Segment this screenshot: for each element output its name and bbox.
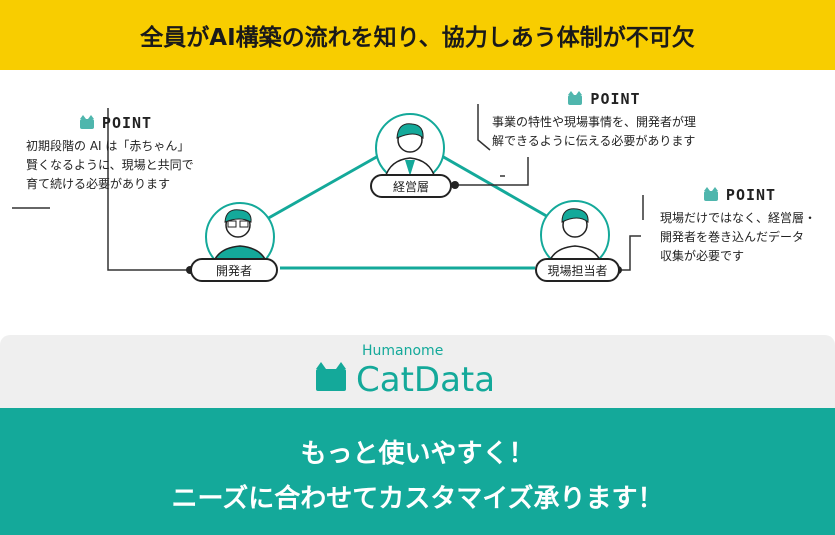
point-text: 現場だけではなく、経営層・ — [660, 211, 817, 225]
connector-dot — [451, 181, 459, 189]
point-management: POINT 事業の特性や現場事情を、開発者が理 解できるように伝える必要がありま… — [492, 90, 717, 151]
point-label: POINT — [101, 114, 153, 132]
point-text: 初期段階の AI は「赤ちゃん」 — [26, 139, 190, 153]
brand-band — [0, 335, 835, 415]
callout-lines — [12, 104, 644, 271]
point-text: 開発者を巻き込んだデータ — [660, 230, 805, 244]
brand-sub: Humanome — [362, 343, 444, 359]
point-text: 賢くなるように、現場と共同で — [26, 158, 194, 172]
node-label: 開発者 — [215, 263, 252, 278]
point-label: POINT — [725, 186, 777, 204]
header-title: 全員がAI構築の流れを知り、協力しあう体制が不可欠 — [140, 25, 695, 51]
brand-name: CatData — [356, 360, 496, 400]
cat-icon — [703, 186, 718, 201]
avatar-management — [375, 113, 445, 183]
node-field: 現場担当者 — [535, 258, 620, 282]
node-label: 経営層 — [392, 179, 429, 194]
header-banner: 全員がAI構築の流れを知り、協力しあう体制が不可欠 — [0, 0, 835, 70]
point-text: 解できるように伝える必要があります — [492, 134, 696, 148]
point-label: POINT — [590, 90, 641, 108]
cat-icon — [79, 114, 94, 129]
avatar-developer — [205, 202, 275, 272]
team-diagram — [12, 104, 644, 274]
cat-icon — [568, 90, 583, 105]
brand-logo: CatData — [316, 360, 495, 400]
footer-banner: もっと使いやすく！ ニーズに合わせてカスタマイズ承ります！ — [0, 408, 835, 535]
connector-lines — [264, 153, 551, 270]
point-text: 育て続ける必要があります — [26, 177, 171, 191]
point-text: 収集が必要です — [660, 249, 745, 263]
point-field: POINT 現場だけではなく、経営層・ 開発者を巻き込んだデータ 収集が必要です — [660, 186, 820, 266]
node-developer: 開発者 — [190, 258, 278, 282]
node-management: 経営層 — [370, 174, 452, 198]
cat-logo-icon — [316, 362, 346, 391]
point-developer: POINT 初期段階の AI は「赤ちゃん」 賢くなるように、現場と共同で 育て… — [26, 114, 206, 194]
point-text: 事業の特性や現場事情を、開発者が理 — [492, 115, 697, 129]
node-label: 現場担当者 — [547, 263, 608, 278]
footer-line-2: ニーズに合わせてカスタマイズ承ります！ — [171, 484, 664, 514]
footer-line-1: もっと使いやすく！ — [300, 439, 535, 469]
